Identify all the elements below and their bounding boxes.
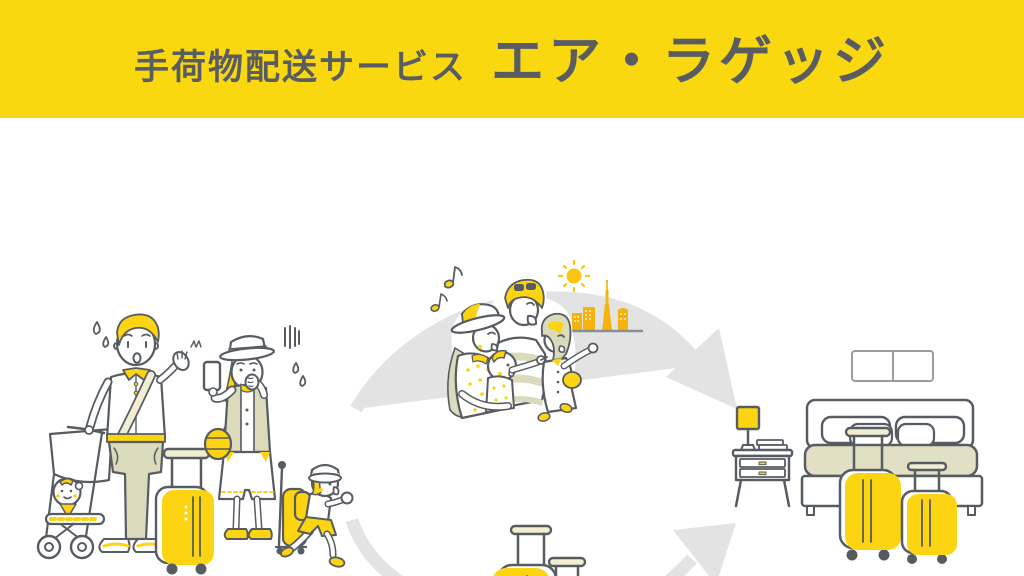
header-banner: 手荷物配送サービス エア・ラゲッジ [0,0,1024,118]
wall-art-frame [851,350,934,382]
daughter-traveler [537,312,599,422]
books [756,439,788,451]
luggage-delivery-illustration [493,524,587,576]
banner-title-row: 手荷物配送サービス エア・ラゲッジ [134,35,890,88]
city-skyline-icon [567,279,644,333]
large-suitcase [493,524,557,576]
baby-in-stroller [52,477,84,516]
family-departure-illustration [36,313,354,575]
brand-name-title: エア・ラゲッジ [491,31,890,91]
family-suitcase [154,447,214,575]
nightstand [731,405,794,508]
service-type-label: 手荷物配送サービス [133,47,467,87]
delivered-small-suitcase [900,461,957,564]
lamp [735,405,761,431]
child-figure [279,463,354,568]
luggage-route-arrow-icon [345,517,736,576]
stroller [36,425,114,560]
family-sightseeing-illustration [430,259,644,422]
traveling-family-group [447,278,599,422]
music-notes-icon [430,266,463,312]
service-flow-illustration [0,118,1024,576]
hotel-room-illustration [731,350,984,564]
delivered-large-suitcase [838,426,901,561]
small-suitcase [547,556,587,576]
mother-figure [202,325,307,540]
sun-icon [557,259,591,293]
